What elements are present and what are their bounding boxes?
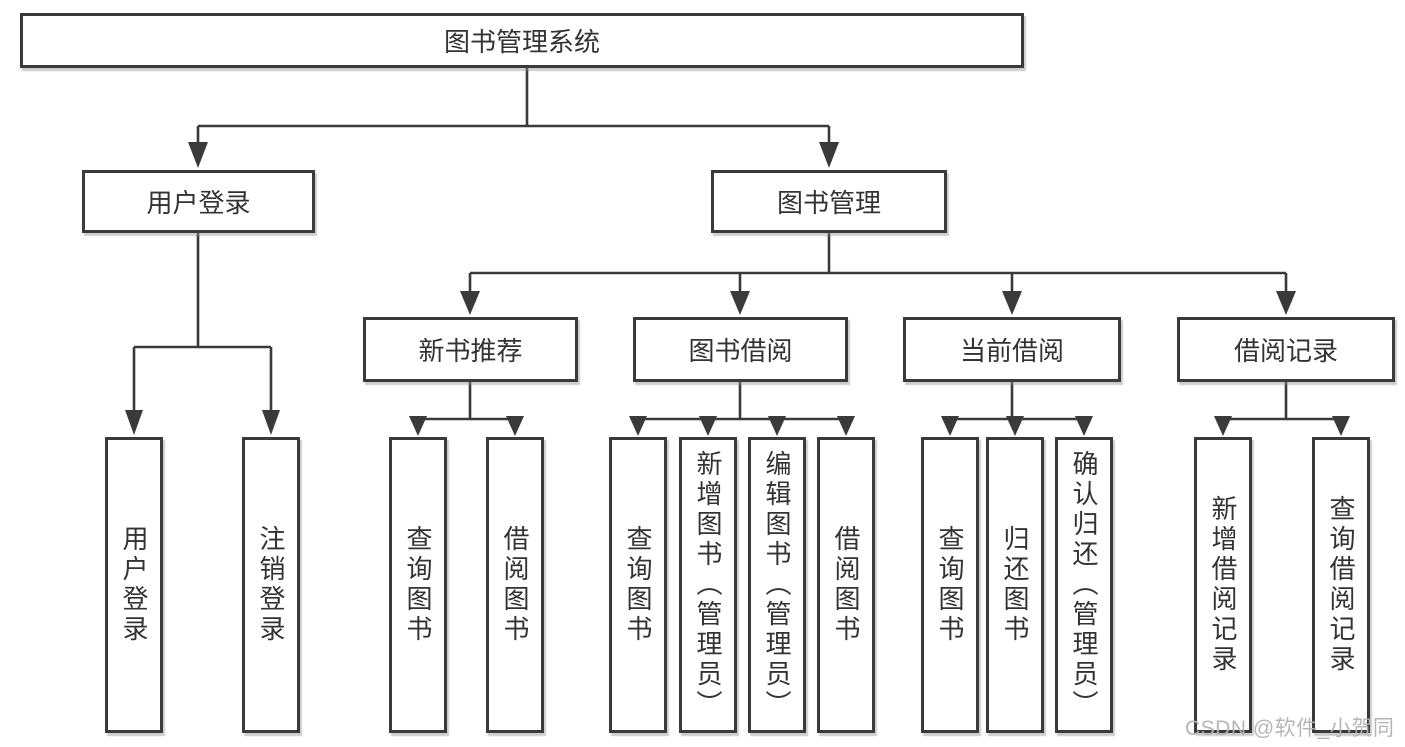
leaf-query-books-borrow: 查询图书 bbox=[609, 437, 667, 733]
node-label: 图书管理 bbox=[776, 188, 881, 218]
leaf-query-borrow-record: 查询借阅记录 bbox=[1312, 437, 1370, 733]
leaf-query-books-recommend: 查询图书 bbox=[389, 437, 447, 733]
leaf-borrow-books-recommend: 借阅图书 bbox=[486, 437, 544, 733]
leaf-label: 确认归还（管理员） bbox=[1069, 450, 1099, 720]
leaf-label: 查询图书 bbox=[623, 525, 653, 645]
node-label: 用户登录 bbox=[146, 188, 251, 218]
leaf-query-books-current: 查询图书 bbox=[921, 437, 979, 733]
node-current-borrow: 当前借阅 bbox=[903, 317, 1121, 382]
leaf-logout: 注销登录 bbox=[242, 437, 300, 733]
leaf-label: 注销登录 bbox=[256, 525, 286, 645]
leaf-confirm-return-admin: 确认归还（管理员） bbox=[1055, 437, 1113, 733]
leaf-label: 编辑图书（管理员） bbox=[762, 450, 792, 720]
leaf-label: 归还图书 bbox=[1000, 525, 1030, 645]
node-label: 图书借阅 bbox=[688, 336, 793, 366]
node-root-library-system: 图书管理系统 bbox=[20, 13, 1024, 68]
node-label: 借阅记录 bbox=[1233, 336, 1338, 366]
leaf-borrow-books: 借阅图书 bbox=[817, 437, 875, 733]
csdn-watermark: CSDN @软件_小贺同学 bbox=[1185, 717, 1395, 740]
leaf-add-borrow-record: 新增借阅记录 bbox=[1194, 437, 1252, 733]
node-label: 新书推荐 bbox=[418, 336, 523, 366]
leaf-label: 借阅图书 bbox=[500, 525, 530, 645]
leaf-label: 查询图书 bbox=[403, 525, 433, 645]
leaf-return-books: 归还图书 bbox=[986, 437, 1044, 733]
node-new-book-recommend: 新书推荐 bbox=[363, 317, 578, 382]
leaf-edit-books-admin: 编辑图书（管理员） bbox=[748, 437, 806, 733]
leaf-label: 用户登录 bbox=[119, 525, 149, 645]
leaf-label: 查询借阅记录 bbox=[1326, 495, 1356, 675]
node-label: 图书管理系统 bbox=[443, 27, 600, 57]
node-book-management: 图书管理 bbox=[711, 170, 947, 233]
arrowheads bbox=[125, 142, 1350, 436]
node-book-borrow: 图书借阅 bbox=[633, 317, 848, 382]
node-borrow-records: 借阅记录 bbox=[1177, 317, 1395, 382]
leaf-label: 查询图书 bbox=[935, 525, 965, 645]
leaf-label: 借阅图书 bbox=[831, 525, 861, 645]
leaf-label: 新增借阅记录 bbox=[1208, 495, 1238, 675]
leaf-user-login: 用户登录 bbox=[105, 437, 163, 733]
leaf-label: 新增图书（管理员） bbox=[693, 450, 723, 720]
node-label: 当前借阅 bbox=[959, 336, 1064, 366]
node-user-login: 用户登录 bbox=[82, 170, 315, 233]
leaf-add-books-admin: 新增图书（管理员） bbox=[679, 437, 737, 733]
